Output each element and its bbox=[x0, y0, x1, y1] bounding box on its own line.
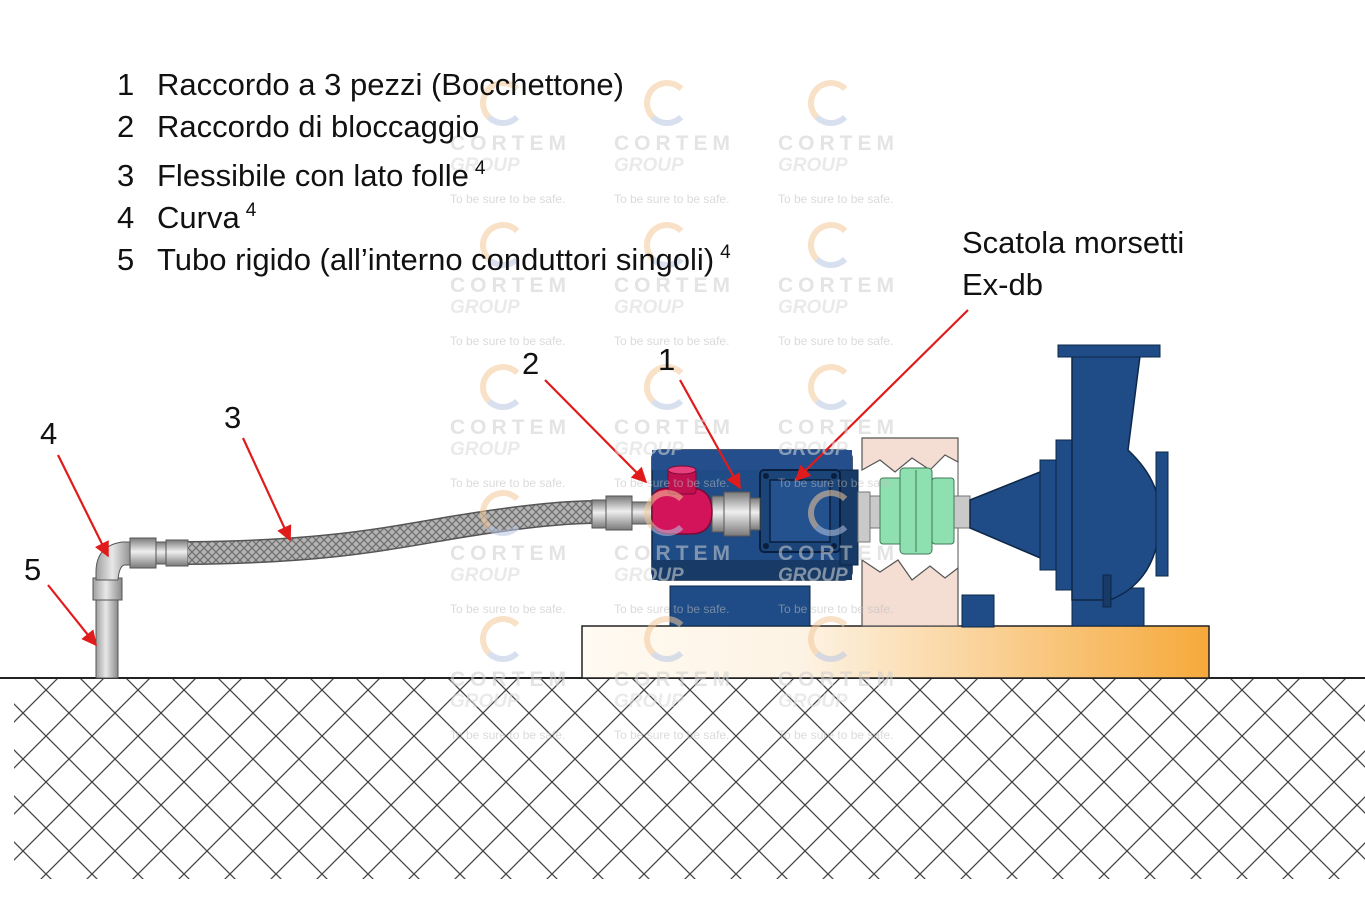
legend-number: 5 bbox=[117, 242, 135, 277]
legend-footnote: 4 bbox=[474, 158, 486, 179]
callout-1: 1 bbox=[658, 342, 676, 377]
legend-number: 2 bbox=[117, 109, 135, 144]
legend-footnote: 4 bbox=[245, 200, 257, 221]
base-plate bbox=[581, 625, 1210, 679]
arrow-junction-box bbox=[794, 309, 969, 482]
legend-text: Raccordo a 3 pezzi (Bocchettone) bbox=[157, 67, 624, 102]
arrow-3 bbox=[242, 437, 292, 542]
arrow-1 bbox=[679, 379, 741, 490]
junction-box-label-line2: Ex-db bbox=[962, 267, 1043, 302]
ground bbox=[0, 677, 1365, 900]
centrifugal-pump bbox=[961, 344, 1169, 628]
legend-item-1: 1 Raccordo a 3 pezzi (Bocchettone) bbox=[117, 64, 731, 106]
arrow-5 bbox=[47, 584, 97, 647]
callout-2: 2 bbox=[522, 346, 540, 381]
coupling-guard bbox=[861, 437, 959, 627]
callout-5: 5 bbox=[24, 552, 42, 587]
legend-text: Tubo rigido (all’interno conduttori sing… bbox=[157, 242, 715, 277]
legend: 1 Raccordo a 3 pezzi (Bocchettone) 2 Racco… bbox=[117, 64, 731, 277]
legend-item-5: 5 Tubo rigido (all’interno conduttori sin… bbox=[117, 232, 731, 277]
callout-3: 3 bbox=[224, 400, 242, 435]
callout-arrows bbox=[47, 309, 969, 647]
rigid-conduit bbox=[92, 577, 123, 679]
shaft-coupling bbox=[869, 467, 971, 555]
arrow-4 bbox=[57, 454, 109, 558]
legend-item-2: 2 Raccordo di bloccaggio bbox=[117, 106, 731, 148]
hose-end-fittings bbox=[591, 495, 653, 531]
legend-number: 3 bbox=[117, 158, 135, 193]
callout-4: 4 bbox=[40, 416, 58, 451]
legend-footnote: 4 bbox=[720, 242, 731, 263]
flexible-hose bbox=[187, 500, 597, 565]
junction-box-label: Scatola morsetti Ex-db bbox=[962, 222, 1184, 306]
union-fitting bbox=[711, 491, 761, 537]
terminal-box bbox=[759, 469, 841, 553]
conduit-elbow bbox=[95, 537, 189, 581]
junction-box-label-line1: Scatola morsetti bbox=[962, 225, 1185, 260]
legend-text: Curva bbox=[157, 200, 240, 235]
legend-number: 1 bbox=[117, 67, 135, 102]
legend-number: 4 bbox=[117, 200, 135, 235]
sealing-fitting bbox=[651, 465, 713, 535]
legend-text: Raccordo di bloccaggio bbox=[157, 109, 480, 144]
legend-text: Flessibile con lato folle bbox=[157, 158, 469, 193]
arrow-2 bbox=[544, 379, 648, 484]
